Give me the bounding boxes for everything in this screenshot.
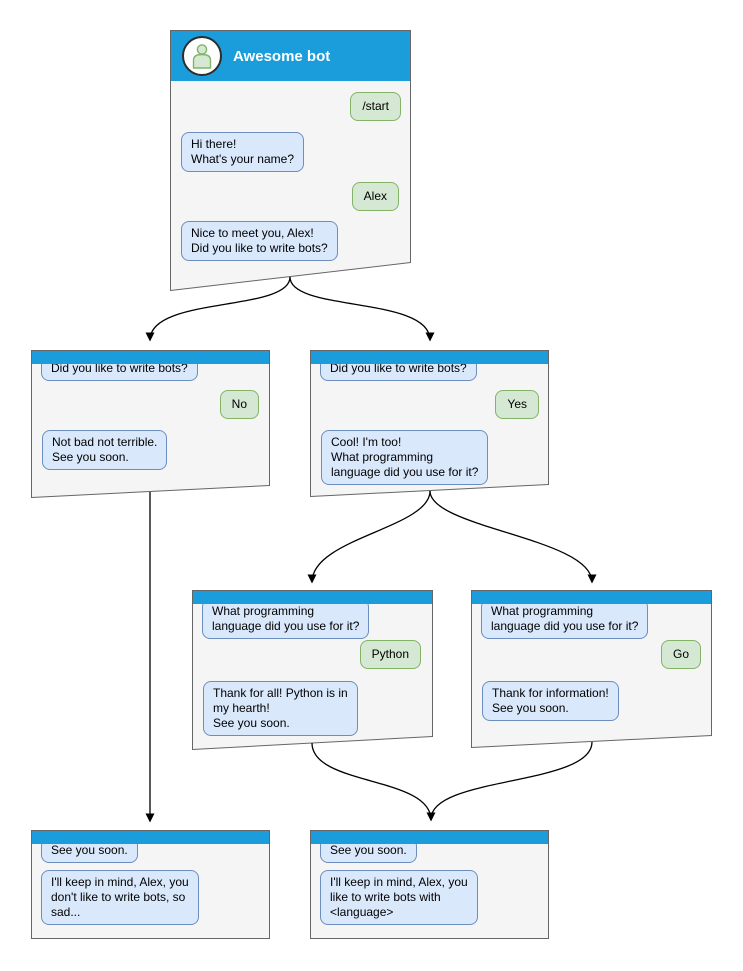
chat-title: Awesome bot xyxy=(233,47,331,65)
edge-start-to-yes xyxy=(289,276,435,342)
bubble-reply: Not bad not terrible. See you soon. xyxy=(42,430,168,470)
node-header xyxy=(472,591,711,604)
chat-window-yes-branch: Did you like to write bots? Yes Cool! I'… xyxy=(310,350,549,497)
bubble-answer-go: Go xyxy=(660,640,701,669)
message-greeting: Hi there! What's your name? xyxy=(181,132,305,172)
message-start-command: /start xyxy=(350,92,401,121)
edge-python-to-end xyxy=(311,742,436,822)
edge-yes-to-python xyxy=(307,490,431,584)
bubble-reply: I'll keep in mind, Alex, you like to wri… xyxy=(320,870,478,925)
chat-window-python-branch: What programming language did you use fo… xyxy=(192,590,433,750)
bubble-reply: Cool! I'm too! What programming language… xyxy=(321,430,489,485)
node-header xyxy=(32,351,269,364)
chat-window-end-no: See you soon. I'll keep in mind, Alex, y… xyxy=(31,830,270,939)
bubble-reply: I'll keep in mind, Alex, you don't like … xyxy=(41,870,199,925)
message-ask-bots: Nice to meet you, Alex! Did you like to … xyxy=(181,221,338,261)
edge-go-to-end xyxy=(430,741,593,820)
bubble-answer-yes: Yes xyxy=(495,390,539,419)
bubble-question: What programming language did you use fo… xyxy=(481,599,649,639)
chat-window-no-branch: Did you like to write bots? No Not bad n… xyxy=(31,350,270,498)
bubble-answer-python: Python xyxy=(359,640,421,669)
node-header xyxy=(32,831,269,844)
person-icon xyxy=(192,44,212,69)
bubble-question: What programming language did you use fo… xyxy=(202,599,370,639)
node-header xyxy=(311,831,548,844)
node-header xyxy=(311,351,548,364)
chat-window-start: Awesome bot /start Hi there! What's your… xyxy=(170,30,411,291)
chat-window-end-yes: See you soon. I'll keep in mind, Alex, y… xyxy=(310,830,549,939)
edge-yes-to-go xyxy=(429,490,597,584)
bubble-reply: Thank for information! See you soon. xyxy=(482,681,619,721)
message-name-reply: Alex xyxy=(351,182,399,211)
bubble-reply: Thank for all! Python is in my hearth! S… xyxy=(203,681,358,736)
chat-header: Awesome bot xyxy=(171,31,410,81)
node-header xyxy=(193,591,432,604)
bot-avatar xyxy=(182,36,222,76)
chat-window-go-branch: What programming language did you use fo… xyxy=(471,590,712,748)
bubble-answer-no: No xyxy=(219,390,259,419)
